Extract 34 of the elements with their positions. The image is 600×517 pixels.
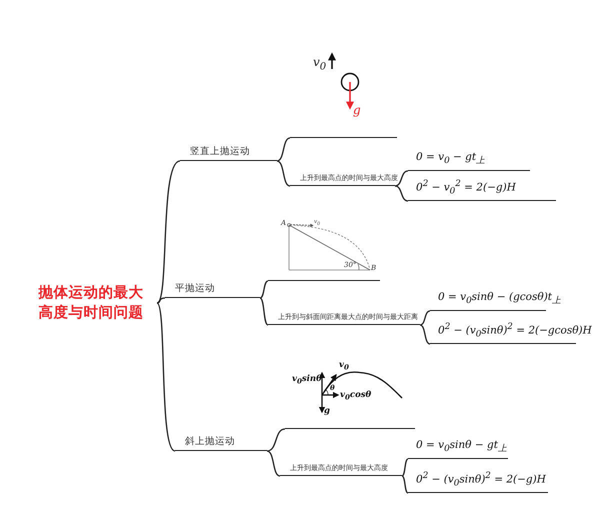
branch-connector	[276, 160, 290, 187]
branch-connector	[394, 185, 408, 202]
branch-connector	[266, 450, 280, 477]
branch-connector	[276, 137, 290, 162]
topic-branch	[175, 434, 267, 451]
velocity-label: v$_{0}$cosθ	[340, 391, 372, 401]
topic-branch	[180, 144, 277, 161]
branch-connector	[420, 310, 430, 326]
formula: 0$^{2}$ − v$_{0}$$^{2}$ = 2(−g)H	[416, 179, 516, 197]
branch-connector	[402, 475, 408, 494]
topic-label: 平抛运动	[175, 282, 215, 295]
topic-label: 斜上抛运动	[185, 435, 235, 448]
formula: 0 = v$_{0}$ − gt$_{上}$	[416, 150, 486, 167]
branch-connector	[266, 428, 286, 452]
branch-connector	[156, 160, 180, 304]
topic-title: 抛体运动的最大高度与时间问题	[37, 284, 144, 323]
branch-connector	[394, 170, 408, 187]
gravity-label: g	[353, 104, 361, 116]
formula: 0 = v$_{0}$sinθ − (gcosθ)t$_{上}$	[438, 290, 562, 307]
branch-connector	[260, 297, 268, 326]
branch-connector	[156, 297, 166, 304]
formula-branch	[408, 438, 508, 459]
branch-connector	[402, 458, 408, 477]
velocity-label: v$_{0}$	[313, 56, 326, 72]
topic-label: 竖直上抛运动	[190, 145, 250, 158]
formula: 0$^{2}$ − (v$_{0}$sinθ)$^{2}$ = 2(−gcosθ)H	[438, 322, 592, 340]
velocity-label: v$_{0}$	[339, 361, 349, 371]
branch-connector	[156, 302, 176, 452]
branch-connector	[260, 280, 268, 299]
topic-branch	[165, 281, 260, 298]
formula: 0$^{2}$ − (v$_{0}$sinθ)$^{2}$ = 2(−g)H	[416, 471, 546, 489]
formula: 0 = v$_{0}$sinθ − gt$_{上}$	[416, 438, 507, 455]
branch-connector	[420, 324, 430, 345]
gravity-label: g	[324, 407, 330, 416]
